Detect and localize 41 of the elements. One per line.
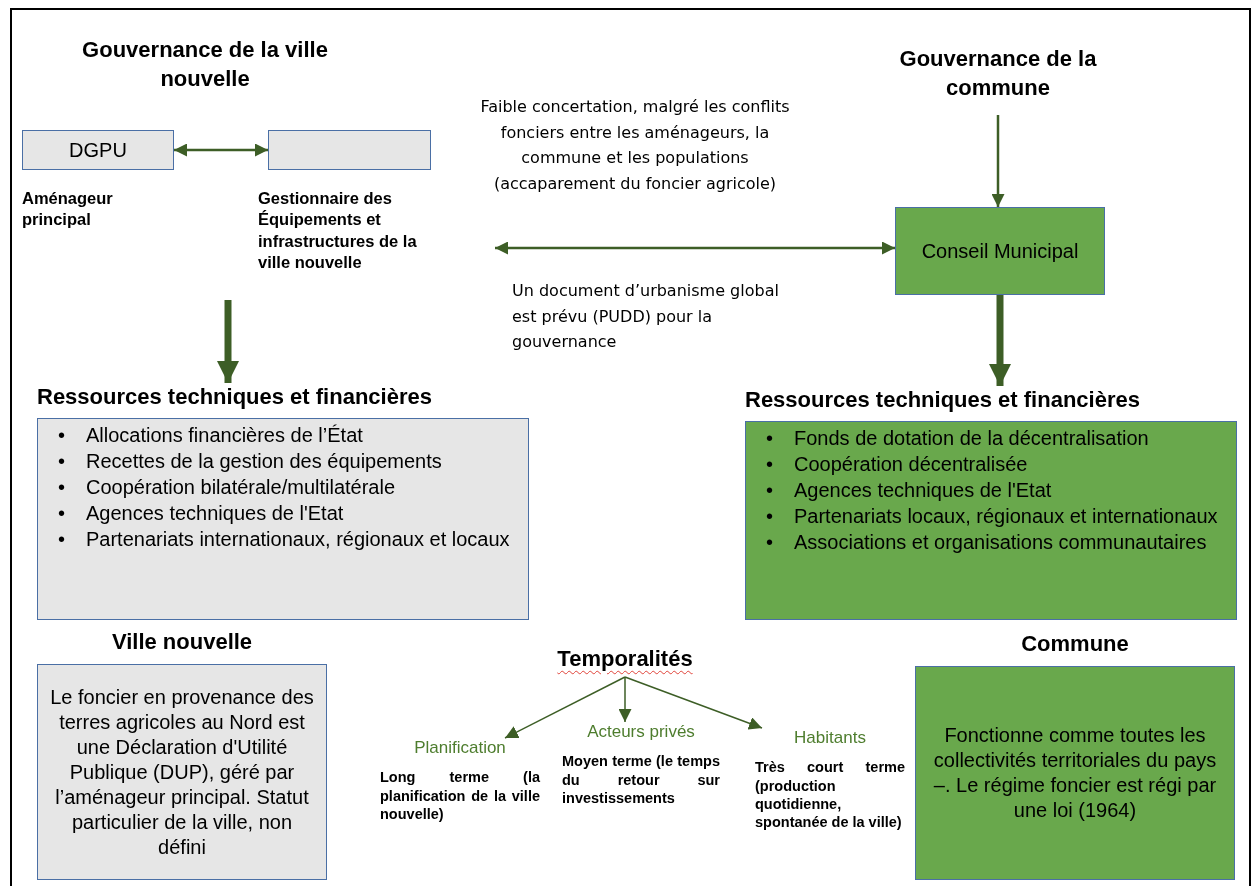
bullet-mark: •	[765, 504, 773, 529]
list-item: Agences techniques de l'Etat	[794, 478, 1053, 503]
bullet-mark: •	[57, 501, 65, 526]
heading-text: Temporalités	[525, 645, 725, 677]
bullet-mark: •	[57, 527, 65, 552]
branch-label: Habitants	[794, 728, 866, 749]
branch-label: Planification	[414, 738, 506, 759]
list-item: Coopération bilatérale/multilatérale	[86, 475, 397, 500]
branch-label: Acteurs privés	[587, 722, 695, 743]
list-item: Recettes de la gestion des équipements	[86, 449, 443, 474]
caption-text: Gestionnaire des Équipements et infrastructures de la ville nouvelle	[258, 188, 418, 274]
process-box: Conseil Municipal	[895, 207, 1105, 295]
section-heading: Gouvernance de la ville nouvelle	[81, 36, 329, 93]
duration-text: Moyen terme (le temps du retour sur investissements	[562, 752, 720, 807]
bullet-mark: •	[57, 475, 65, 500]
list-item: Partenariats locaux, régionaux et internationaux	[794, 504, 1219, 529]
section-heading: Ressources techniques et financières	[745, 386, 1140, 414]
body-text: Le foncier en provenance des terres agricoles au Nord est une Déclaration d'Utilité Publique (DUP), géré par l’aménageur principal. Statut particulier de la ville, non défini	[49, 684, 315, 860]
bullet-mark: •	[765, 452, 773, 477]
duration-text: Long terme (la planification de la ville nouvelle)	[380, 768, 540, 823]
bullet-mark: •	[57, 449, 65, 474]
bullet-mark: •	[57, 423, 65, 448]
section-heading: Ville nouvelle	[110, 628, 254, 656]
bullet-mark: •	[765, 426, 773, 451]
bullet-mark: •	[765, 530, 773, 555]
body-text: Fonctionne comme toutes les collectivités territoriales du pays –. Le régime foncier est régi par une loi (1964)	[932, 723, 1218, 823]
list-item: Fonds de dotation de la décentralisation	[794, 426, 1150, 451]
box-shape	[268, 130, 431, 170]
duration-text: Très court terme (production quotidienne, spontanée de la ville)	[755, 758, 905, 831]
note-text: Un document d’urbanisme global est prévu (PUDD) pour la gouvernance	[512, 280, 780, 354]
heading-text: Gouvernance de la commune	[862, 45, 1134, 115]
list-item: Coopération décentralisée	[794, 452, 1029, 477]
list-item: Agences techniques de l'Etat	[86, 501, 345, 526]
bullet-mark: •	[765, 478, 773, 503]
section-heading: Commune	[1020, 630, 1130, 658]
section-heading: Ressources techniques et financières	[37, 383, 432, 411]
list-item: Associations et organisations communautaires	[794, 530, 1208, 555]
process-box: DGPU	[22, 130, 174, 170]
list-item: Partenariats internationaux, régionaux et locaux	[86, 527, 511, 552]
list-item: Allocations financières de l’État	[86, 423, 364, 448]
caption-text: Aménageur principal	[22, 188, 114, 231]
